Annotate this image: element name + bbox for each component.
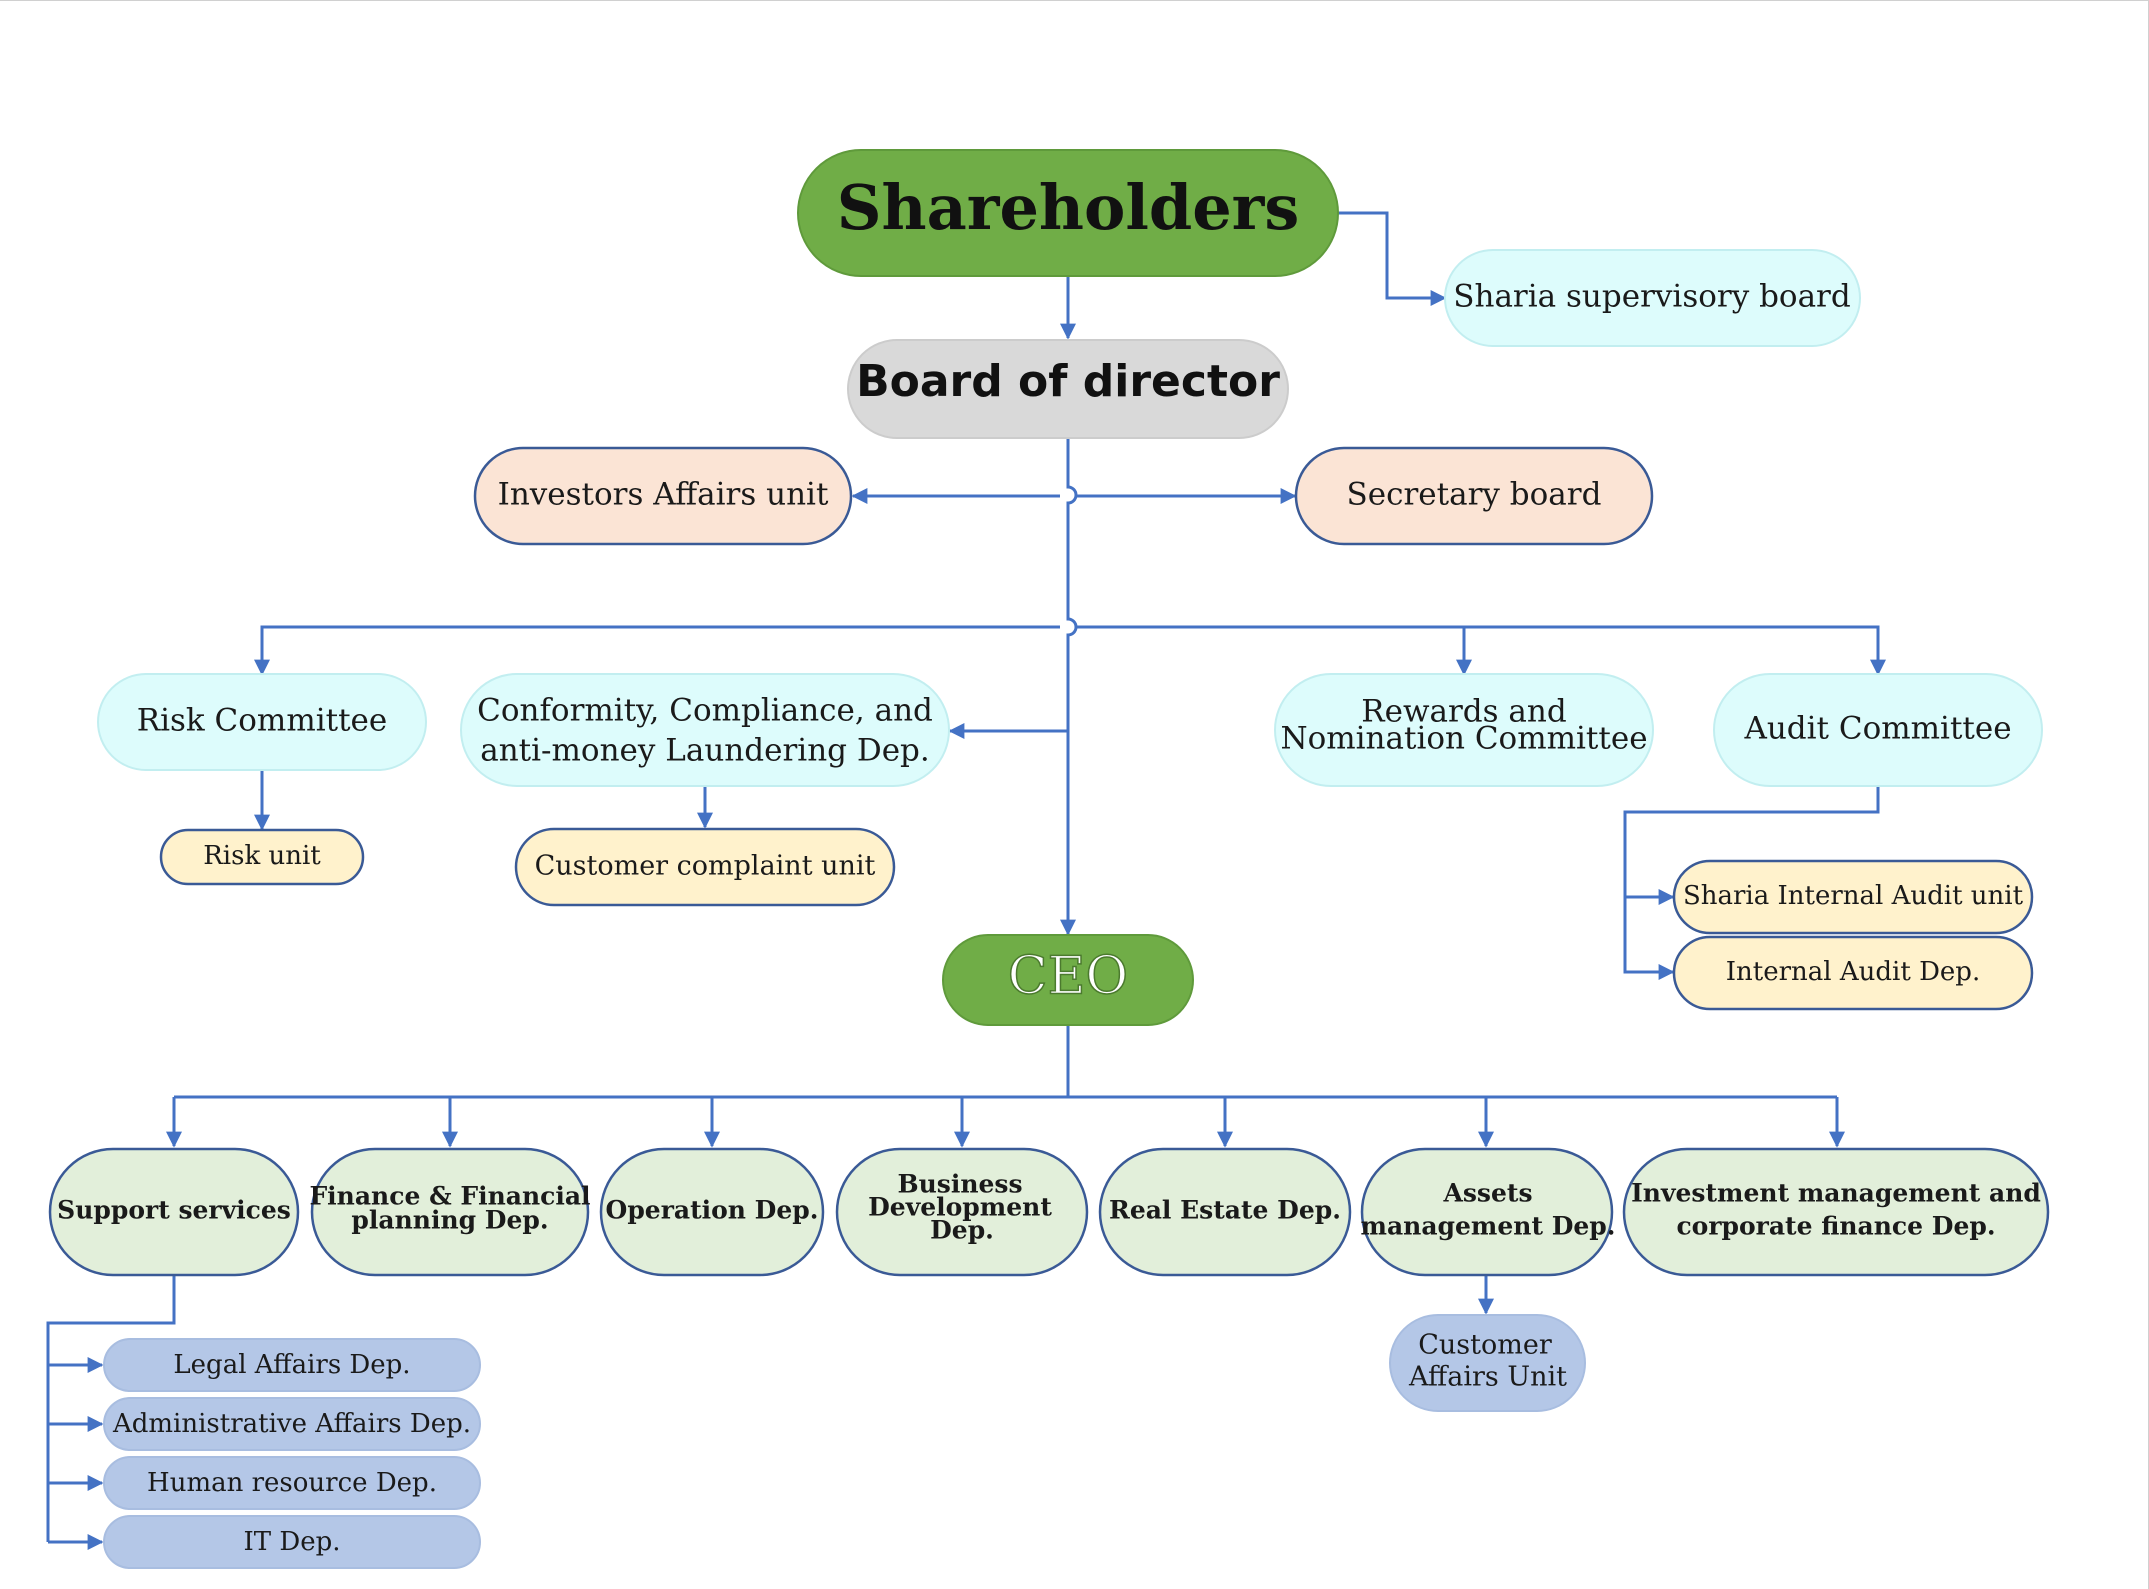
connector-ceo-bus — [174, 1025, 1837, 1099]
business-label-line2: Development — [868, 1193, 1052, 1222]
it-dep-label: IT Dep. — [243, 1527, 340, 1557]
node-shareholders: Shareholders — [797, 149, 1339, 277]
node-administrative-affairs-dep: Administrative Affairs Dep. — [103, 1397, 481, 1451]
sharia-internal-audit-label: Sharia Internal Audit unit — [1683, 881, 2024, 911]
operation-label: Operation Dep. — [606, 1196, 819, 1225]
connector-committee-bus-left — [254, 625, 1060, 676]
rewards-label-line2: Nomination Committee — [1280, 721, 1647, 757]
connector-committee-bus-right — [1076, 625, 1886, 676]
assets-label-line1: Assets — [1442, 1179, 1532, 1208]
conformity-label-line1: Conformity, Compliance, and — [477, 693, 933, 729]
rewards-label-line1: Rewards and — [1361, 694, 1566, 730]
real-estate-label: Real Estate Dep. — [1109, 1196, 1341, 1225]
finance-label-line1: Finance & Financial — [309, 1182, 590, 1211]
node-assets-management-dep: Assets management Dep. — [1361, 1147, 1616, 1277]
node-conformity-compliance: Conformity, Compliance, and anti-money L… — [460, 673, 950, 787]
investment-label-line1: Investment management and — [1631, 1179, 2041, 1208]
node-sharia-supervisory-board: Sharia supervisory board — [1444, 249, 1861, 347]
node-risk-unit: Risk unit — [159, 828, 365, 886]
node-customer-affairs-unit: Customer Affairs Unit — [1389, 1314, 1586, 1412]
assets-label-line2: management Dep. — [1361, 1212, 1616, 1241]
page-border-top — [0, 0, 2149, 1]
connector-audit-bus — [1623, 786, 1880, 980]
risk-unit-label: Risk unit — [203, 841, 321, 871]
complaint-label: Customer complaint unit — [535, 851, 876, 882]
node-internal-audit-dep: Internal Audit Dep. — [1672, 935, 2034, 1011]
internal-audit-label: Internal Audit Dep. — [1726, 957, 1980, 987]
audit-committee-label: Audit Committee — [1743, 711, 2011, 747]
connectors — [46, 211, 1886, 1550]
node-operation-dep: Operation Dep. — [599, 1147, 825, 1277]
customer-affairs-label-line2: Affairs Unit — [1408, 1362, 1567, 1393]
shareholders-label: Shareholders — [837, 171, 1300, 244]
ceo-label: CEO — [1008, 947, 1128, 1007]
admin-affairs-label: Administrative Affairs Dep. — [112, 1409, 471, 1439]
node-business-development-dep: Business Development Dep. — [835, 1147, 1089, 1277]
customer-affairs-label-line1: Customer — [1418, 1330, 1552, 1361]
node-sharia-internal-audit: Sharia Internal Audit unit — [1672, 859, 2034, 935]
node-it-dep: IT Dep. — [103, 1515, 481, 1569]
node-board-of-director: Board of director — [847, 339, 1289, 439]
node-ceo: CEO — [942, 934, 1194, 1026]
business-label-line1: Business — [897, 1170, 1022, 1199]
risk-committee-label: Risk Committee — [137, 703, 388, 739]
conformity-label-line2: anti-money Laundering Dep. — [480, 733, 930, 769]
node-real-estate-dep: Real Estate Dep. — [1098, 1147, 1352, 1277]
node-finance-dep: Finance & Financial planning Dep. — [309, 1147, 591, 1277]
finance-label-line2: planning Dep. — [351, 1206, 548, 1235]
node-customer-complaint-unit: Customer complaint unit — [514, 827, 896, 907]
connector-shareholders-sharia — [1338, 211, 1447, 306]
node-investors-affairs-unit: Investors Affairs unit — [473, 446, 853, 546]
node-human-resource-dep: Human resource Dep. — [103, 1456, 481, 1510]
investors-label: Investors Affairs unit — [498, 477, 829, 513]
sharia-board-label: Sharia supervisory board — [1453, 279, 1850, 315]
support-services-label: Support services — [57, 1196, 291, 1225]
connector-board-trunk — [1060, 438, 1078, 936]
node-audit-committee: Audit Committee — [1713, 673, 2043, 787]
secretary-label: Secretary board — [1347, 477, 1602, 513]
board-label: Board of director — [856, 356, 1280, 407]
node-secretary-board: Secretary board — [1294, 446, 1654, 546]
node-investment-management-dep: Investment management and corporate fina… — [1622, 1147, 2050, 1277]
connector-support-bus — [46, 1275, 176, 1542]
human-resource-label: Human resource Dep. — [147, 1468, 437, 1498]
legal-affairs-label: Legal Affairs Dep. — [173, 1350, 410, 1380]
node-support-services: Support services — [48, 1147, 300, 1277]
node-risk-committee: Risk Committee — [97, 673, 427, 771]
node-legal-affairs-dep: Legal Affairs Dep. — [103, 1338, 481, 1392]
business-label-line3: Dep. — [930, 1216, 994, 1245]
investment-label-line2: corporate finance Dep. — [1676, 1212, 1995, 1241]
node-rewards-nomination: Rewards and Nomination Committee — [1274, 673, 1654, 787]
